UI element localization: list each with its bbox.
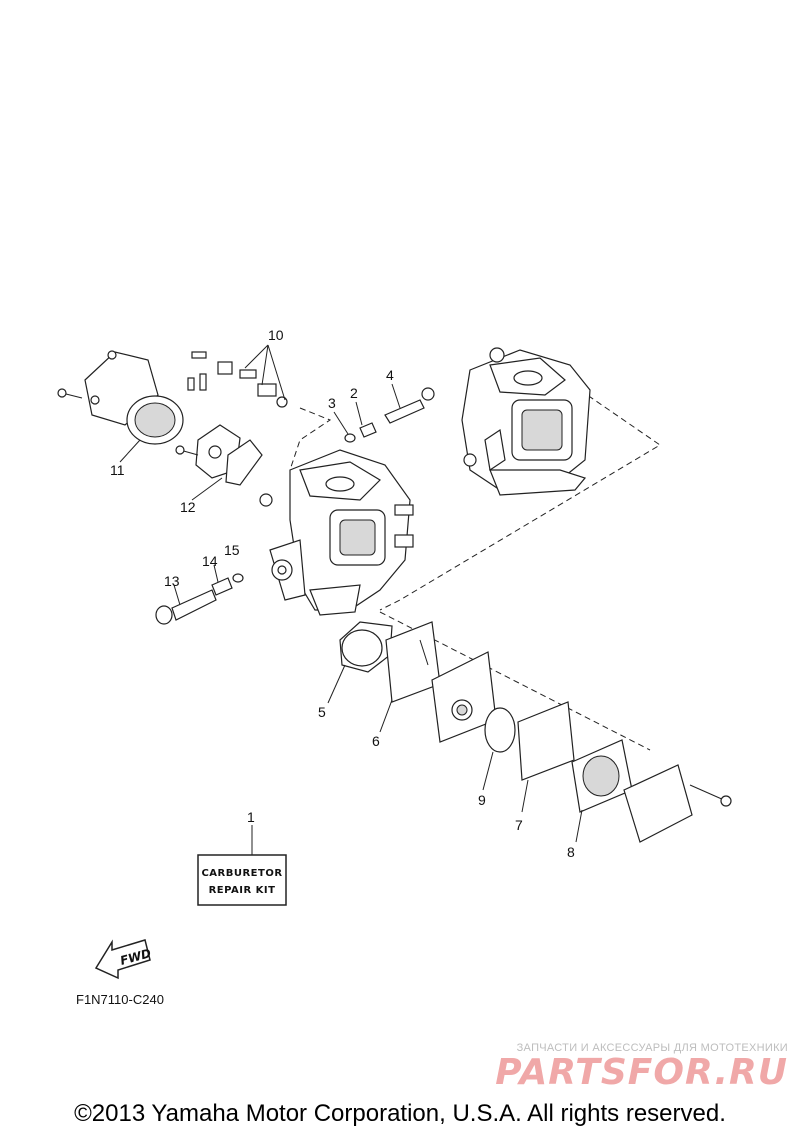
copyright-notice: ©2013 Yamaha Motor Corporation, U.S.A. A… bbox=[74, 1100, 726, 1127]
pilot-screw-13 bbox=[155, 589, 217, 625]
repair-kit-box: CARBURETOR REPAIR KIT bbox=[197, 854, 287, 906]
spring-14 bbox=[211, 577, 233, 596]
callout-13: 13 bbox=[164, 573, 180, 589]
repair-kit-line2: REPAIR KIT bbox=[209, 885, 276, 896]
spring-2 bbox=[359, 422, 377, 438]
carburetor-body-front bbox=[259, 449, 414, 616]
diaphragm-7 bbox=[517, 701, 575, 781]
callout-4: 4 bbox=[386, 367, 394, 383]
callout-12: 12 bbox=[180, 499, 196, 515]
callout-3: 3 bbox=[328, 395, 336, 411]
callout-9: 9 bbox=[478, 792, 486, 808]
pump-cover bbox=[623, 764, 732, 843]
throttle-stop-12 bbox=[175, 424, 263, 486]
diaphragm-6 bbox=[385, 621, 441, 703]
callout-10: 10 bbox=[268, 327, 284, 343]
leader-lines bbox=[119, 344, 583, 855]
fuel-pump-cover-11 bbox=[57, 350, 184, 445]
watermark-tagline: ЗАПЧАСТИ И АКСЕССУАРЫ ДЛЯ МОТОТЕХНИКИ bbox=[516, 1042, 788, 1054]
callout-1: 1 bbox=[247, 809, 255, 825]
callout-15: 15 bbox=[224, 542, 240, 558]
washer-15 bbox=[232, 573, 244, 583]
screw-set-10 bbox=[187, 351, 288, 408]
callout-6: 6 bbox=[372, 733, 380, 749]
o-ring-9 bbox=[484, 707, 516, 753]
callout-5: 5 bbox=[318, 704, 326, 720]
gasket-8 bbox=[571, 739, 633, 813]
watermark-logo: PARTSFOR.RU bbox=[495, 1052, 788, 1093]
callout-14: 14 bbox=[202, 553, 218, 569]
o-ring-3 bbox=[344, 433, 356, 443]
callout-11: 11 bbox=[110, 462, 125, 478]
repair-kit-line1: CARBURETOR bbox=[201, 868, 282, 879]
callout-7: 7 bbox=[515, 817, 523, 833]
callout-8: 8 bbox=[567, 844, 575, 860]
needle-valve-4 bbox=[384, 387, 435, 424]
carburetor-body-rear bbox=[461, 347, 591, 496]
diagram-code: F1N7110-C240 bbox=[76, 992, 164, 1007]
callout-2: 2 bbox=[350, 385, 358, 401]
gasket-5 bbox=[339, 621, 393, 673]
fwd-arrow-icon: FWD bbox=[94, 939, 153, 980]
